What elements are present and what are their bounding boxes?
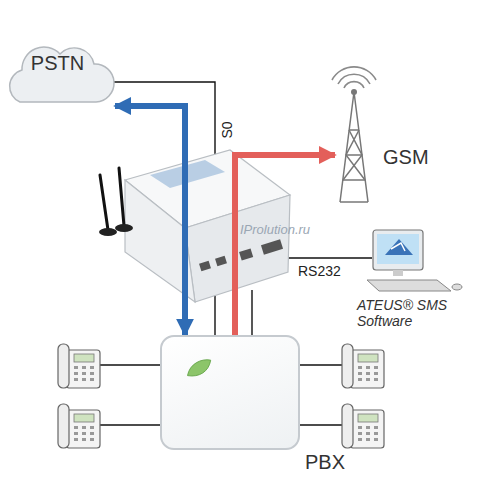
node-label: GSM <box>383 146 437 169</box>
watermark: IProlution.ru <box>240 222 310 237</box>
node-label: PBX <box>305 451 345 474</box>
cloud-node: PSTN <box>0 40 115 112</box>
interface-label: RS232 <box>298 263 341 279</box>
node-label: PSTN <box>10 52 105 75</box>
interface-label: S0 <box>219 121 235 138</box>
cloud-node-outline <box>0 40 115 112</box>
tower-node-outline <box>335 70 437 210</box>
signal-arrow <box>235 155 335 335</box>
pbx-box-outline <box>162 337 298 448</box>
computer-node: ATEUS® SMS Software <box>355 225 465 340</box>
pbx-box: PBX <box>160 335 300 450</box>
signal-arrow <box>115 106 185 335</box>
node-label: ATEUS® SMS Software <box>357 297 465 329</box>
tower-node: GSM <box>335 70 437 210</box>
